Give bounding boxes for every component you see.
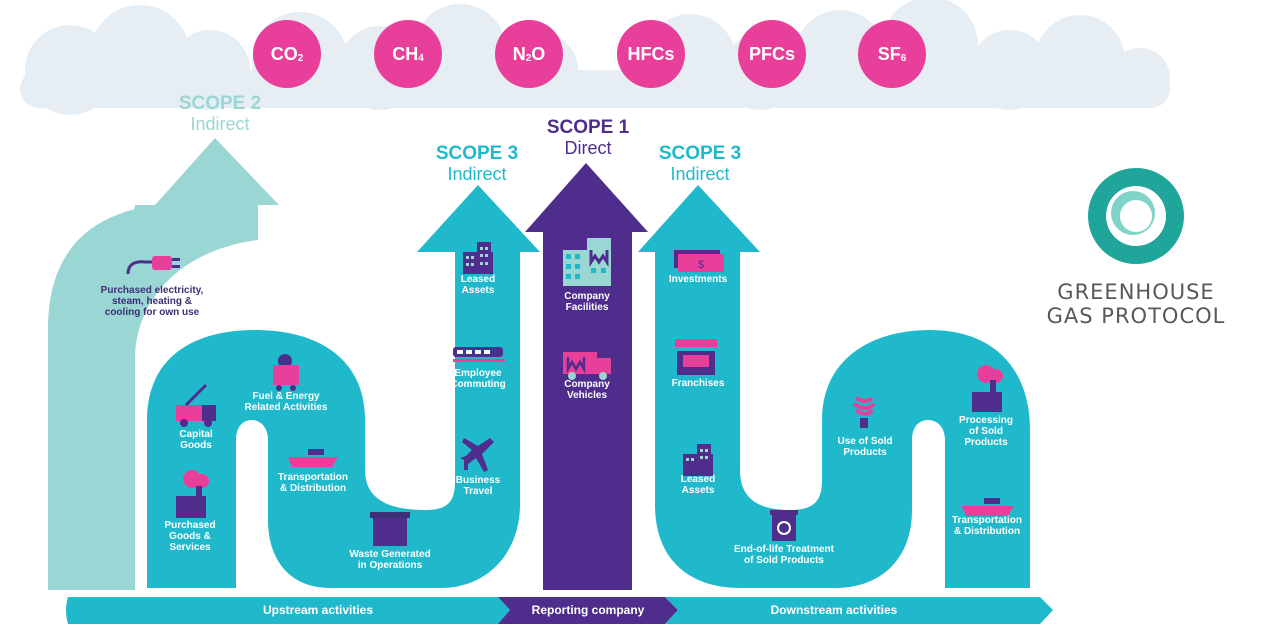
lightbulb-icon xyxy=(852,396,876,428)
scope3-downstream-wave xyxy=(638,185,1030,588)
scope2-subtitle: Indirect xyxy=(190,114,250,134)
label-investments: Investments xyxy=(668,274,728,285)
label-purchased-goods: Purchased Goods & Services xyxy=(164,520,216,553)
scope1-heading: SCOPE 1 Direct xyxy=(546,117,630,159)
scope2-title: SCOPE 2 xyxy=(178,93,262,114)
scope3-upstream-wave xyxy=(147,185,540,588)
bar-downstream-label: Downstream activities xyxy=(770,603,898,617)
scope3-upstream-subtitle: Indirect xyxy=(447,164,507,184)
brand-line-2: GAS PROTOCOL xyxy=(1046,304,1226,328)
plug-icon xyxy=(126,256,180,275)
label-leased-assets-downstream: Leased Assets xyxy=(680,474,716,496)
office-building-icon xyxy=(563,238,611,286)
scope2-heading: SCOPE 2 Indirect xyxy=(178,93,262,135)
scope1-title: SCOPE 1 xyxy=(546,117,630,138)
dumpster-icon xyxy=(370,512,410,546)
svg-text:$: $ xyxy=(698,259,704,271)
reporting-bar xyxy=(498,597,678,624)
money-icon: $ xyxy=(674,250,724,272)
delivery-truck-icon xyxy=(563,352,611,380)
bar-upstream-label: Upstream activities xyxy=(262,603,374,617)
scope1-subtitle: Direct xyxy=(564,138,612,158)
label-purchased-electricity: Purchased electricity, steam, heating & … xyxy=(100,285,204,318)
building-icon xyxy=(463,242,493,274)
label-waste: Waste Generated in Operations xyxy=(349,549,431,571)
label-company-facilities: Company Facilities xyxy=(564,291,610,313)
scope3-downstream-heading: SCOPE 3 Indirect xyxy=(658,143,742,185)
label-capital-goods: Capital Goods xyxy=(179,429,213,451)
label-transport-upstream: Transportation & Distribution xyxy=(277,472,349,494)
building-icon xyxy=(683,444,713,476)
scope2-arrow-body xyxy=(48,205,258,590)
label-franchises: Franchises xyxy=(671,378,725,389)
label-employee-commuting: Employee Commuting xyxy=(450,368,506,390)
label-use-sold-products: Use of Sold Products xyxy=(837,436,893,458)
scope3-upstream-heading: SCOPE 3 Indirect xyxy=(435,143,519,185)
label-leased-assets-upstream: Leased Assets xyxy=(460,274,496,296)
scope3-downstream-subtitle: Indirect xyxy=(670,164,730,184)
label-business-travel: Business Travel xyxy=(455,475,501,497)
coal-cart-icon xyxy=(273,354,299,391)
label-processing-sold-products: Processing of Sold Products xyxy=(959,415,1013,448)
label-end-of-life: End-of-life Treatment of Sold Products xyxy=(733,544,835,566)
gas-hfcs: HFCs xyxy=(617,20,685,88)
truck-icon xyxy=(176,383,216,427)
scope1-arrow xyxy=(525,163,648,590)
factory-icon xyxy=(972,365,1003,412)
ship-icon xyxy=(288,449,338,467)
recycle-bin-icon xyxy=(770,510,798,541)
upstream-bar xyxy=(66,597,510,624)
gas-pfcs: PFCs xyxy=(738,20,806,88)
brand-line-1: GREENHOUSE xyxy=(1057,280,1215,304)
airplane-icon xyxy=(460,438,494,472)
ship-icon xyxy=(962,498,1014,516)
bar-reporting-label: Reporting company xyxy=(531,603,645,617)
factory-icon xyxy=(176,470,209,518)
train-icon xyxy=(453,347,505,362)
label-fuel-energy: Fuel & Energy Related Activities xyxy=(244,391,328,413)
scope3-downstream-title: SCOPE 3 xyxy=(658,143,742,164)
storefront-icon xyxy=(675,339,717,375)
downstream-bar xyxy=(665,597,1053,624)
label-transport-downstream: Transportation & Distribution xyxy=(951,515,1023,537)
label-company-vehicles: Company Vehicles xyxy=(564,379,610,401)
logo-swirl-icon xyxy=(1088,168,1184,264)
scope3-upstream-title: SCOPE 3 xyxy=(435,143,519,164)
